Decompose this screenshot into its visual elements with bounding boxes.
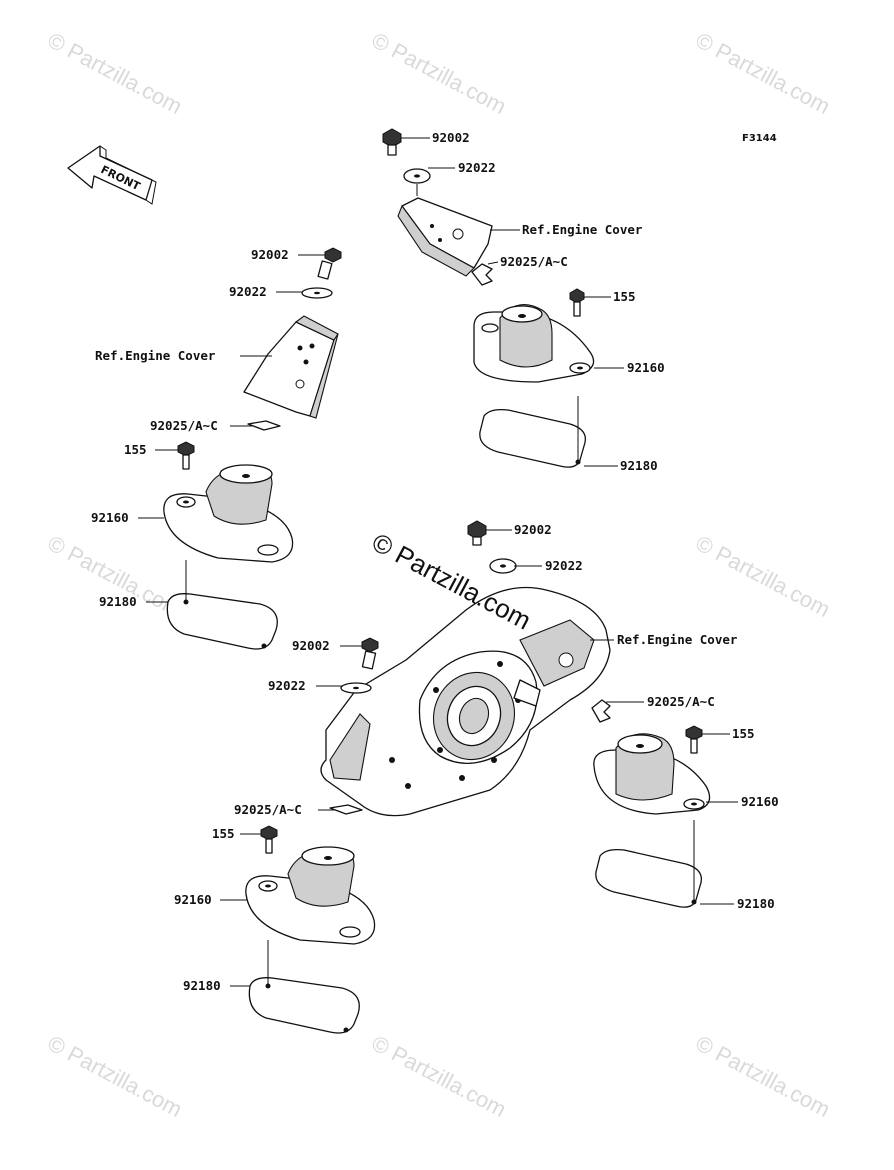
label-92160: 92160: [741, 794, 779, 809]
bolt-icon: [467, 520, 487, 546]
label-ref-engine-cover: Ref.Engine Cover: [522, 222, 643, 237]
mount-assembly-right: 92002 92022 92025/A~C 155 92160 92180: [467, 520, 779, 911]
rubber-mount-icon: [163, 464, 294, 563]
label-ref-engine-cover: Ref.Engine Cover: [617, 632, 738, 647]
bolt-icon: [382, 128, 402, 156]
washer-icon: [403, 168, 431, 184]
label-ref-engine-cover: Ref.Engine Cover: [95, 348, 216, 363]
label-155: 155: [212, 826, 235, 841]
watermark-top-center: © Partzilla.com: [368, 27, 511, 119]
label-92180: 92180: [737, 896, 775, 911]
label-92022: 92022: [229, 284, 267, 299]
plate-icon: [479, 408, 587, 468]
label-92160: 92160: [627, 360, 665, 375]
label-92002: 92002: [251, 247, 289, 262]
bolt-icon: [685, 725, 703, 754]
watermark-center: © Partzilla.com: [367, 527, 536, 636]
label-92022: 92022: [268, 678, 306, 693]
clip-icon: [329, 804, 363, 815]
engine-cover-bracket: [397, 197, 493, 277]
label-92022: 92022: [545, 558, 583, 573]
label-92002: 92002: [432, 130, 470, 145]
label-92025: 92025/A~C: [234, 802, 302, 817]
engine-cover-bracket: [243, 315, 339, 419]
label-155: 155: [732, 726, 755, 741]
label-92025: 92025/A~C: [150, 418, 218, 433]
label-92180: 92180: [99, 594, 137, 609]
label-155: 155: [613, 289, 636, 304]
mount-assembly-top-left: 92002 92022 Ref.Engine Cover 92025/A~C 1…: [91, 247, 342, 650]
bolt-icon: [177, 441, 195, 470]
washer-icon: [489, 558, 517, 574]
mount-assembly-top-right: 92002 92022 Ref.Engine Cover 92025/A~C 1…: [382, 128, 665, 473]
bolt-icon: [317, 247, 342, 280]
plate-icon: [166, 593, 278, 650]
rubber-mount-icon: [245, 846, 376, 945]
label-92160: 92160: [91, 510, 129, 525]
label-92160: 92160: [174, 892, 212, 907]
diagram-code: F3144: [742, 133, 777, 144]
rubber-mount-icon: [473, 304, 595, 383]
mount-assembly-bottom: 92002 92022 92025/A~C 155 92160 92180: [174, 637, 379, 1034]
label-92025: 92025/A~C: [500, 254, 568, 269]
plate-icon: [248, 977, 360, 1034]
clip-icon: [591, 699, 611, 723]
label-155: 155: [124, 442, 147, 457]
label-92180: 92180: [183, 978, 221, 993]
clip-icon: [247, 420, 281, 431]
label-92002: 92002: [292, 638, 330, 653]
bolt-icon: [260, 825, 278, 854]
label-92025: 92025/A~C: [647, 694, 715, 709]
watermark-bottom-right: © Partzilla.com: [692, 1030, 835, 1122]
watermark-bottom-center: © Partzilla.com: [368, 1030, 511, 1122]
label-92002: 92002: [514, 522, 552, 537]
washer-icon: [340, 682, 372, 694]
front-arrow-icon: FRONT: [67, 145, 157, 205]
watermark-top-right: © Partzilla.com: [692, 27, 835, 119]
plate-icon: [595, 848, 703, 908]
bolt-icon: [361, 637, 379, 670]
label-92022: 92022: [458, 160, 496, 175]
clip-icon: [471, 263, 493, 286]
watermark-bottom-left: © Partzilla.com: [44, 1030, 187, 1122]
washer-icon: [301, 287, 333, 299]
bolt-icon: [569, 288, 585, 317]
watermark-top-left: © Partzilla.com: [44, 27, 187, 119]
label-92180: 92180: [620, 458, 658, 473]
rubber-mount-icon: [593, 733, 711, 815]
watermark-mid-right: © Partzilla.com: [692, 530, 835, 622]
